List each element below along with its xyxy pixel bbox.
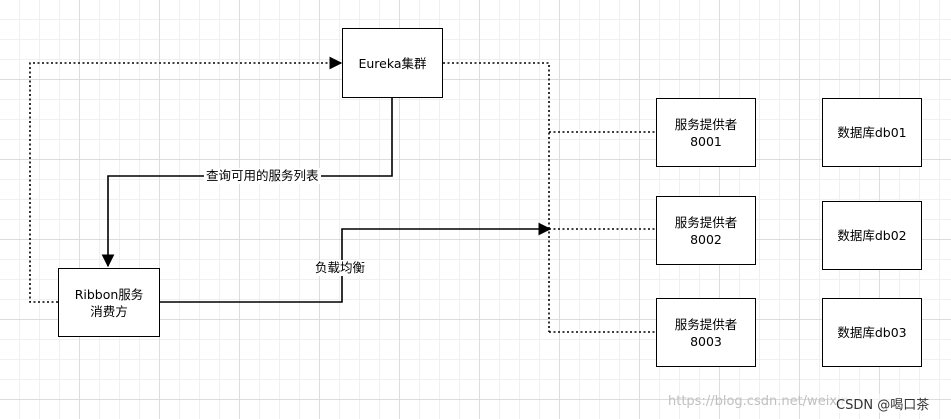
db01-node[interactable]: 数据库db01 xyxy=(822,98,922,167)
db03-node[interactable]: 数据库db03 xyxy=(822,298,922,367)
provider-8001-node[interactable]: 服务提供者 8001 xyxy=(656,98,756,167)
edge-ribbon-register-eureka xyxy=(29,56,343,303)
provider-8003-node[interactable]: 服务提供者 8003 xyxy=(656,298,756,367)
db02-node[interactable]: 数据库db02 xyxy=(822,201,922,270)
provider-8002-node[interactable]: 服务提供者 8002 xyxy=(656,196,756,265)
load-balance-label: 负载均衡 xyxy=(313,260,368,276)
query-service-list-label: 查询可用的服务列表 xyxy=(204,168,321,184)
watermark-url: https://blog.csdn.net/weixin_ xyxy=(668,394,856,409)
watermark-credit: CSDN @喝口茶 xyxy=(836,394,930,413)
ribbon-consumer-node[interactable]: Ribbon服务 消费方 xyxy=(58,268,160,337)
edge-eureka-bus xyxy=(443,62,550,332)
eureka-cluster-node[interactable]: Eureka集群 xyxy=(342,28,443,98)
